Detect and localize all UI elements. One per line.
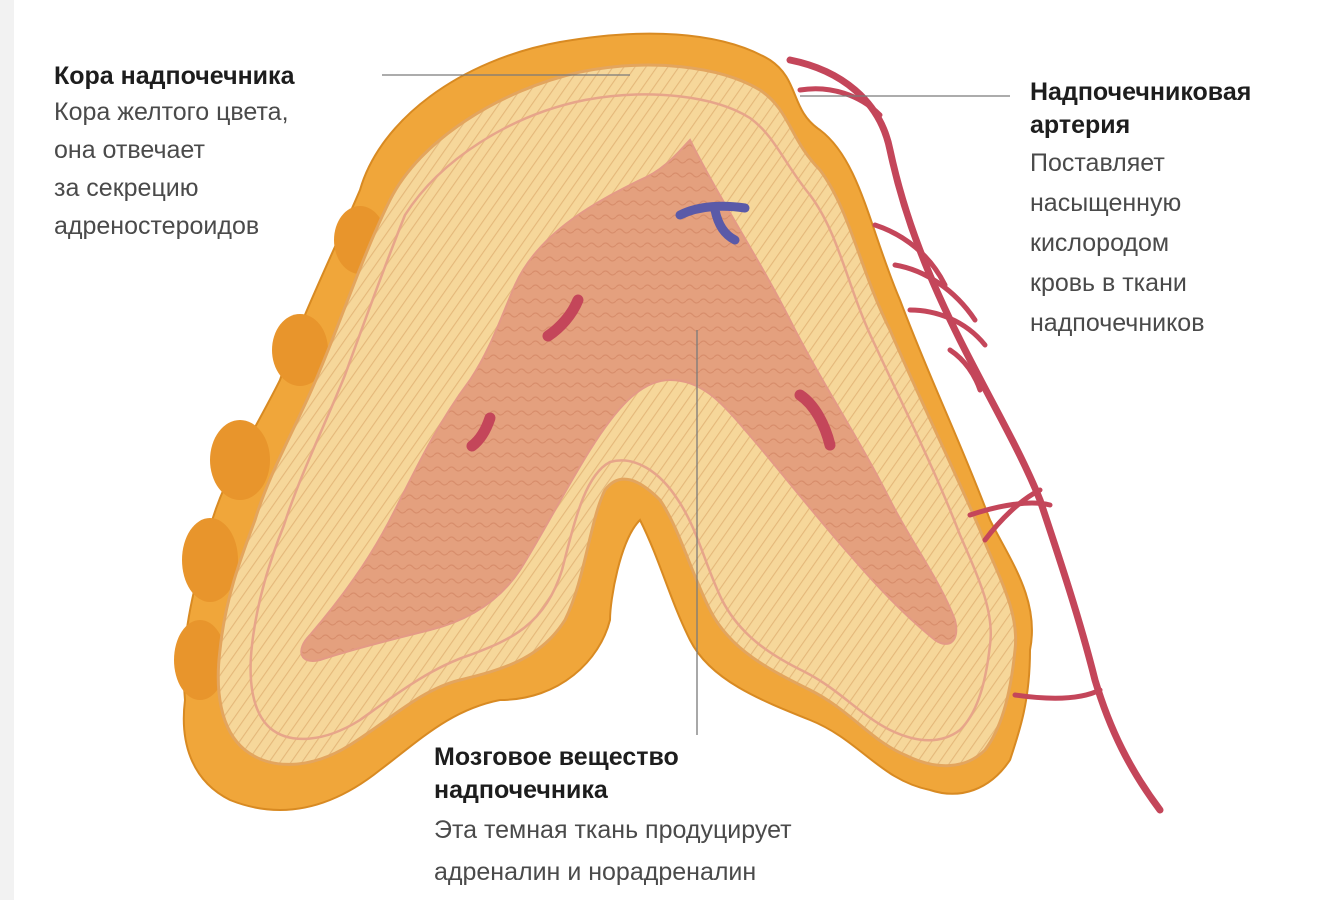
cortex-label: Кора надпочечника Кора желтого цвета, он… (54, 60, 384, 245)
cortex-desc-1: Кора желтого цвета, (54, 93, 384, 131)
artery-title-1: Надпочечниковая (1030, 76, 1322, 109)
medulla-label: Мозговое вещество надпочечника Эта темна… (434, 741, 894, 891)
artery-desc-1: Поставляет (1030, 144, 1322, 182)
cortex-desc-2: она отвечает (54, 131, 384, 169)
artery-title-2: артерия (1030, 109, 1322, 142)
artery-label: Надпочечниковая артерия Поставляет насыщ… (1030, 76, 1322, 342)
medulla-desc-2: адреналин и норадреналин (434, 853, 894, 891)
cortex-title: Кора надпочечника (54, 60, 384, 93)
cortex-desc-3: за секрецию (54, 169, 384, 207)
medulla-desc-1: Эта темная ткань продуцирует (434, 811, 894, 849)
cortex-desc-4: адреностероидов (54, 207, 384, 245)
medulla-title-1: Мозговое вещество (434, 741, 894, 774)
medulla-title-2: надпочечника (434, 774, 894, 807)
artery-desc-3: кислородом (1030, 224, 1322, 262)
artery-desc-2: насыщенную (1030, 184, 1322, 222)
artery-desc-4: кровь в ткани (1030, 264, 1322, 302)
artery-desc-5: надпочечников (1030, 304, 1322, 342)
